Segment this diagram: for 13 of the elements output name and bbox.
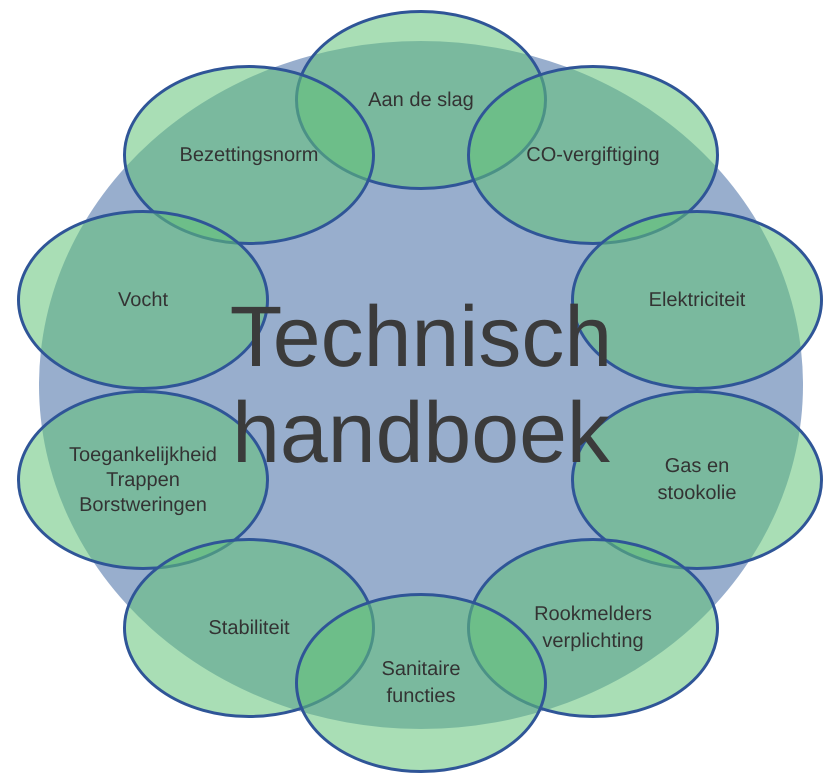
- topic-label: Aan de slag: [367, 88, 475, 112]
- topic-label: Borstweringen: [78, 492, 208, 518]
- topic-label: Gas en stookolie: [656, 454, 738, 506]
- hub-circle: [38, 40, 804, 730]
- topic-label: Vocht: [116, 288, 170, 312]
- topic-label: CO-vergiftiging: [525, 142, 661, 168]
- topic-label: Elektriciteit: [648, 288, 746, 312]
- topic-label: Toegankelijkheid: [68, 442, 218, 468]
- topic-label: Trappen: [105, 468, 181, 492]
- topic-label: Rookmelders verplichting: [533, 602, 653, 654]
- topic-label: Bezettingsnorm: [178, 142, 320, 168]
- topic-label: Stabiliteit: [207, 616, 291, 640]
- topic-label: Sanitaire functies: [380, 657, 462, 709]
